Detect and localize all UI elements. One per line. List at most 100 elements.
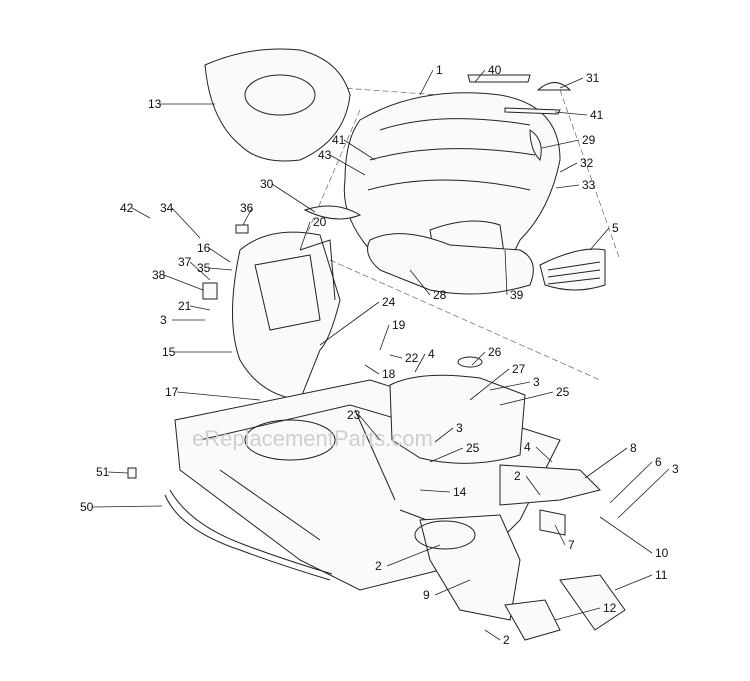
leader-line <box>419 69 434 96</box>
callout-23: 23 <box>347 408 361 422</box>
callout-28: 28 <box>433 288 447 302</box>
callout-34: 34 <box>160 201 174 215</box>
part-lens-31 <box>536 82 572 91</box>
part-front-axle-bracket <box>419 514 521 621</box>
callout-21: 21 <box>178 299 192 313</box>
leader-line <box>614 574 653 591</box>
callout-32: 32 <box>580 156 594 170</box>
leader-line <box>419 489 451 493</box>
leader-line <box>504 249 508 296</box>
leader-line <box>554 524 566 546</box>
part-36 <box>235 224 249 234</box>
callout-42: 42 <box>120 201 134 215</box>
callout-3: 3 <box>160 313 167 327</box>
callout-41: 41 <box>332 133 346 147</box>
callout-30: 30 <box>260 177 274 191</box>
callout-51: 51 <box>96 465 110 479</box>
leader-line <box>554 111 588 116</box>
callout-26: 26 <box>488 345 502 359</box>
hood-parts <box>204 48 621 381</box>
part-bracket-11 <box>559 574 626 631</box>
leader-line <box>541 139 580 149</box>
leader-line <box>559 162 578 173</box>
callout-38: 38 <box>152 268 166 282</box>
leader-line <box>609 461 653 504</box>
callout-29: 29 <box>582 133 596 147</box>
leader-line <box>617 468 670 519</box>
callout-22: 22 <box>405 351 419 365</box>
callout-2: 2 <box>514 469 521 483</box>
leader-line <box>379 324 390 351</box>
callout-12: 12 <box>603 601 617 615</box>
part-strip-40 <box>467 74 531 83</box>
leader-line <box>364 364 380 375</box>
callout-43: 43 <box>318 148 332 162</box>
leader-line <box>131 207 151 219</box>
leader-line <box>554 607 601 621</box>
callout-8: 8 <box>630 441 637 455</box>
callout-19: 19 <box>392 318 406 332</box>
part-lower-shroud <box>367 233 534 295</box>
part-strip-41 <box>504 107 561 115</box>
callout-17: 17 <box>165 385 179 399</box>
callout-20: 20 <box>313 215 327 229</box>
leader-line <box>189 305 211 311</box>
callout-35: 35 <box>197 261 211 275</box>
leader-line <box>589 227 610 251</box>
part-harness-50 <box>164 494 331 581</box>
leader-line <box>429 447 464 463</box>
leader-line <box>525 475 541 496</box>
callout-36: 36 <box>240 201 254 215</box>
callout-18: 18 <box>382 367 396 381</box>
part-38 <box>202 282 218 300</box>
part-29 <box>529 129 542 161</box>
callout-5: 5 <box>612 221 619 235</box>
callout-4: 4 <box>428 347 435 361</box>
callout-25: 25 <box>556 385 570 399</box>
callout-3: 3 <box>456 421 463 435</box>
part-decal-30 <box>303 205 362 220</box>
part-51 <box>127 467 137 479</box>
watermark: eReplacementParts.com <box>192 426 433 451</box>
callout-37: 37 <box>178 255 192 269</box>
leader-line <box>358 414 381 441</box>
callout-41: 41 <box>590 108 604 122</box>
dash-and-frame <box>127 224 626 641</box>
leader-line <box>389 354 403 359</box>
callout-40: 40 <box>488 63 502 77</box>
leader-line <box>386 544 441 567</box>
callout-33: 33 <box>582 178 596 192</box>
callout-2: 2 <box>375 559 382 573</box>
leader-line <box>555 184 580 189</box>
leader-line <box>107 471 129 474</box>
leader-line <box>319 301 380 346</box>
leader-line <box>329 154 366 176</box>
callout-27: 27 <box>512 362 526 376</box>
callout-10: 10 <box>655 546 669 560</box>
callout-7: 7 <box>568 538 575 552</box>
leader-line <box>535 446 553 463</box>
callout-6: 6 <box>655 455 662 469</box>
callout-3: 3 <box>672 462 679 476</box>
leader-line <box>434 427 454 443</box>
leader-line <box>474 69 486 83</box>
leader-line <box>489 381 531 391</box>
leader-line <box>414 353 426 373</box>
leader-line <box>242 207 253 226</box>
leader-line <box>189 261 211 281</box>
part-7 <box>539 509 566 536</box>
leader-line <box>599 516 653 554</box>
leader-line <box>171 207 201 239</box>
part-bracket-8 <box>499 464 601 506</box>
callout-25: 25 <box>466 441 480 455</box>
callout-24: 24 <box>382 295 396 309</box>
leader-line <box>271 183 316 213</box>
leader-line <box>584 447 628 479</box>
callout-11: 11 <box>655 568 668 582</box>
callout-2: 2 <box>503 633 510 647</box>
callout-16: 16 <box>197 241 211 255</box>
leader-line <box>434 579 471 596</box>
